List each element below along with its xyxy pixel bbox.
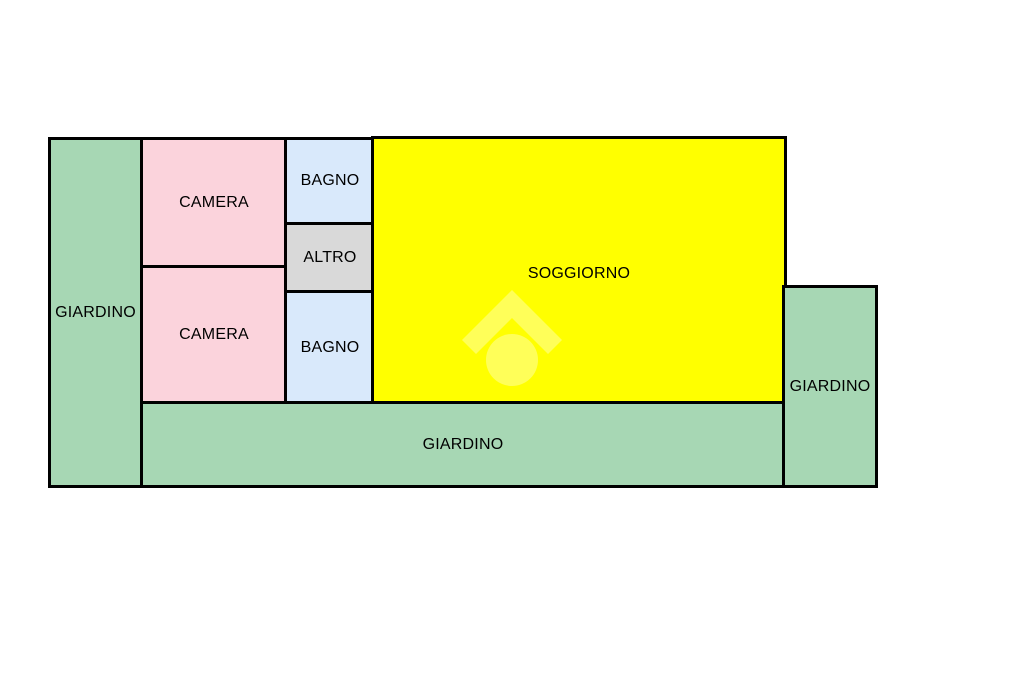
bathroom-top-room: BAGNO [284,137,376,225]
garden-bottom-label: GIARDINO [422,435,504,453]
living-room: SOGGIORNO [371,136,787,404]
bedroom-bottom-room: CAMERA [140,265,288,405]
garden-right-label: GIARDINO [789,377,871,395]
bedroom-top-room: CAMERA [140,137,288,268]
garden-left-label: GIARDINO [55,303,136,321]
other-room: ALTRO [284,222,376,293]
bathroom-top-label: BAGNO [300,172,360,189]
other-room-label: ALTRO [303,248,357,266]
garden-right-room: GIARDINO [782,285,878,488]
garden-bottom-room: GIARDINO [140,401,786,488]
garden-left-room: GIARDINO [48,137,143,488]
bathroom-bottom-room: BAGNO [284,290,376,405]
living-room-label: SOGGIORNO [527,265,631,282]
bedroom-top-label: CAMERA [179,193,249,211]
bathroom-bottom-label: BAGNO [300,338,360,356]
bedroom-bottom-label: CAMERA [179,326,249,343]
